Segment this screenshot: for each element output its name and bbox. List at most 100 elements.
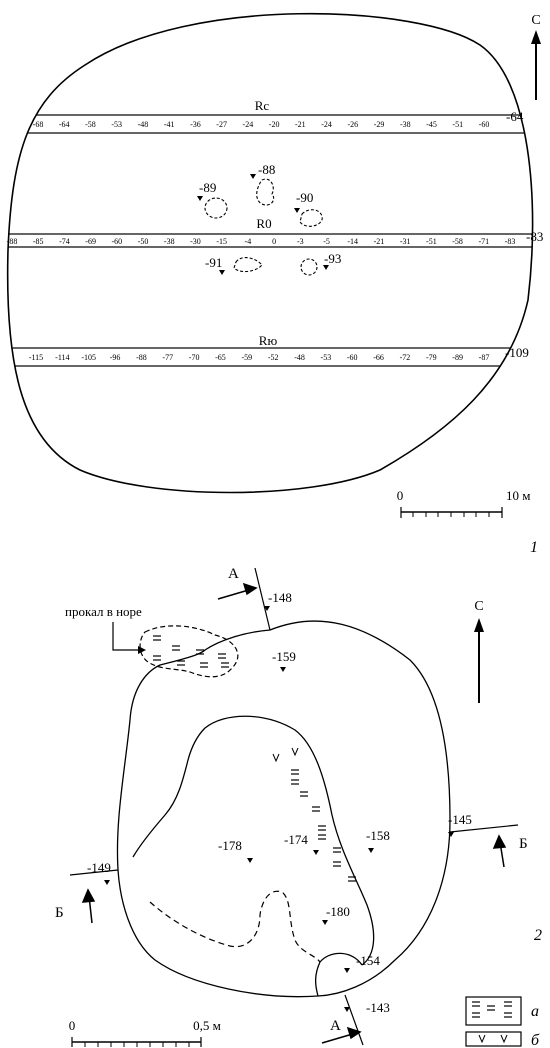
figure-2: А А Б Б прокал в норе -148 -159 -145 -15… bbox=[55, 566, 542, 1048]
point-markers bbox=[197, 174, 329, 275]
band-value-label: -21 bbox=[374, 237, 385, 246]
point-label: -174 bbox=[284, 832, 308, 847]
marker-triangle bbox=[250, 174, 256, 179]
band-value-label: -36 bbox=[190, 120, 201, 129]
scale-bar bbox=[400, 507, 503, 518]
band-value-label: -105 bbox=[81, 353, 96, 362]
band-value-label: -68 bbox=[33, 120, 44, 129]
figure-number: 1 bbox=[530, 539, 538, 556]
band-value-label: -20 bbox=[269, 120, 280, 129]
band-value-label: -24 bbox=[321, 120, 332, 129]
band-value-label: -45 bbox=[426, 120, 437, 129]
legend-key: б bbox=[531, 1032, 540, 1048]
band-value-label: -26 bbox=[347, 120, 358, 129]
band-rc-end-value: -64 bbox=[506, 109, 524, 124]
section-arrow-icons bbox=[81, 582, 507, 1044]
band-ryu-name: Rю bbox=[259, 333, 278, 348]
band-value-label: -96 bbox=[110, 353, 121, 362]
band-value-label: -72 bbox=[400, 353, 411, 362]
band-r0-name: R0 bbox=[256, 216, 271, 231]
section-label: А bbox=[330, 1018, 341, 1034]
legend-ice-lens-swatch bbox=[465, 996, 522, 1026]
band-value-label: -114 bbox=[55, 353, 69, 362]
dashed-contours bbox=[204, 178, 323, 276]
core-pocket bbox=[139, 625, 239, 678]
section-lines bbox=[69, 567, 519, 1046]
band-value-label: -48 bbox=[294, 353, 305, 362]
band-value-label: 0 bbox=[272, 237, 276, 246]
dashed-contour bbox=[149, 890, 321, 963]
scale-end-label: 10 м bbox=[506, 488, 530, 503]
point-label: -149 bbox=[87, 860, 111, 875]
legend-ice-lens-icon bbox=[472, 1001, 512, 1018]
band-value-label: -87 bbox=[479, 353, 490, 362]
scale-start-label: 0 bbox=[397, 488, 404, 503]
band-value-label: -29 bbox=[374, 120, 385, 129]
point-label: -145 bbox=[448, 812, 472, 827]
north-label: С bbox=[531, 13, 540, 28]
scale-bar bbox=[71, 1037, 202, 1047]
band-value-label: -88 bbox=[7, 237, 18, 246]
band-value-label: -53 bbox=[111, 120, 122, 129]
point-label: -148 bbox=[268, 590, 292, 605]
band-value-label: -27 bbox=[216, 120, 227, 129]
scale-end-label: 0,5 м bbox=[193, 1018, 221, 1033]
point-label: -158 bbox=[366, 828, 390, 843]
band-value-label: -4 bbox=[245, 237, 252, 246]
legend-v-icon bbox=[478, 1034, 508, 1044]
marker-triangle bbox=[219, 270, 225, 275]
band-value-label: -15 bbox=[216, 237, 227, 246]
band-value-label: -21 bbox=[295, 120, 306, 129]
point-label: -89 bbox=[199, 180, 216, 195]
band-value-label: -69 bbox=[85, 237, 96, 246]
band-value-label: -3 bbox=[297, 237, 304, 246]
band-value-label: -60 bbox=[347, 353, 358, 362]
band-value-label: -48 bbox=[138, 120, 149, 129]
point-label: -178 bbox=[218, 838, 242, 853]
band-value-label: -60 bbox=[112, 237, 123, 246]
band-value-label: -38 bbox=[400, 120, 411, 129]
band-value-label: -85 bbox=[33, 237, 44, 246]
ice-lens-marks bbox=[153, 635, 356, 882]
band-value-label: -41 bbox=[164, 120, 175, 129]
band-value-label: -31 bbox=[400, 237, 411, 246]
north-arrow-icon bbox=[531, 30, 541, 100]
band-rc-name: Rc bbox=[255, 98, 270, 113]
figure-number: 2 bbox=[534, 927, 542, 944]
band-value-label: -88 bbox=[136, 353, 147, 362]
band-rc bbox=[7, 114, 533, 134]
plot-outline bbox=[116, 620, 451, 998]
band-value-label: -53 bbox=[321, 353, 332, 362]
figure-1: Rc R0 Rю -68-64-58-53-48-41-36-27-24-20-… bbox=[7, 12, 543, 556]
legend-v-swatch bbox=[465, 1031, 522, 1047]
band-value-label: -51 bbox=[452, 120, 463, 129]
band-r0 bbox=[7, 233, 533, 248]
north-label: С bbox=[474, 599, 483, 614]
legend: а б bbox=[465, 996, 540, 1048]
profile-bands bbox=[7, 114, 533, 367]
band-ryu-values: -115-114-105-96-88-77-70-65-59-52-48-53-… bbox=[29, 353, 490, 362]
band-value-label: -60 bbox=[479, 120, 490, 129]
band-value-label: -89 bbox=[452, 353, 463, 362]
band-value-label: -70 bbox=[189, 353, 200, 362]
v-marks bbox=[272, 747, 299, 763]
band-value-label: -5 bbox=[323, 237, 330, 246]
band-value-label: -58 bbox=[85, 120, 96, 129]
point-label: -91 bbox=[205, 255, 222, 270]
point-label: -93 bbox=[324, 251, 341, 266]
point-label: -180 bbox=[326, 904, 350, 919]
point-label: -90 bbox=[296, 190, 313, 205]
band-ryu-end-value: -109 bbox=[505, 345, 529, 360]
band-value-label: -74 bbox=[59, 237, 70, 246]
point-label: -159 bbox=[272, 649, 296, 664]
band-value-label: -77 bbox=[162, 353, 173, 362]
band-value-label: -65 bbox=[215, 353, 226, 362]
north-arrow-icon bbox=[474, 618, 484, 703]
legend-key: а bbox=[531, 1003, 539, 1020]
callout-label: прокал в норе bbox=[65, 604, 142, 619]
band-value-label: -79 bbox=[426, 353, 437, 362]
marker-triangle bbox=[197, 196, 203, 201]
band-value-label: -38 bbox=[164, 237, 175, 246]
